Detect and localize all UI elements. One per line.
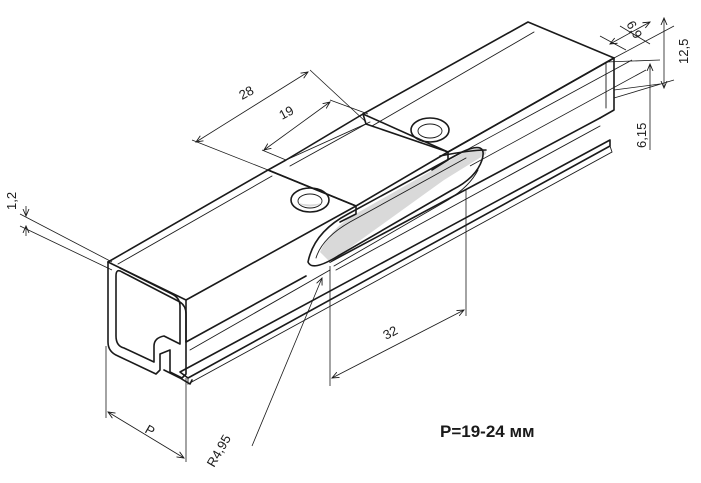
bottom-flange bbox=[179, 139, 611, 379]
dim-19-label: 19 bbox=[276, 103, 296, 123]
dim-wall-thickness-label: 1,2 bbox=[4, 192, 19, 210]
dim-p-label: P bbox=[143, 422, 158, 439]
slot-shade bbox=[320, 147, 486, 262]
slot-outline bbox=[307, 146, 484, 267]
dim-6-15-label: 6,15 bbox=[634, 123, 649, 148]
dim-radius-label: R4,95 bbox=[204, 432, 234, 470]
profile-size-caption: P=19-24 мм bbox=[440, 422, 535, 441]
front-profile bbox=[107, 261, 187, 379]
dim-6-9-label: 6,9 bbox=[623, 18, 645, 41]
profile-body bbox=[107, 21, 615, 385]
dim-12-5-label: 12,5 bbox=[676, 39, 691, 64]
hole-rear bbox=[410, 117, 450, 143]
dim-28-label: 28 bbox=[236, 83, 256, 103]
side-top-edge bbox=[185, 57, 615, 301]
side-bottom-edge bbox=[185, 275, 307, 343]
dim-32-label: 32 bbox=[380, 323, 400, 343]
dimension-lines bbox=[19, 18, 675, 462]
middle-top-edge bbox=[267, 113, 449, 171]
top-face-rear bbox=[362, 21, 615, 153]
